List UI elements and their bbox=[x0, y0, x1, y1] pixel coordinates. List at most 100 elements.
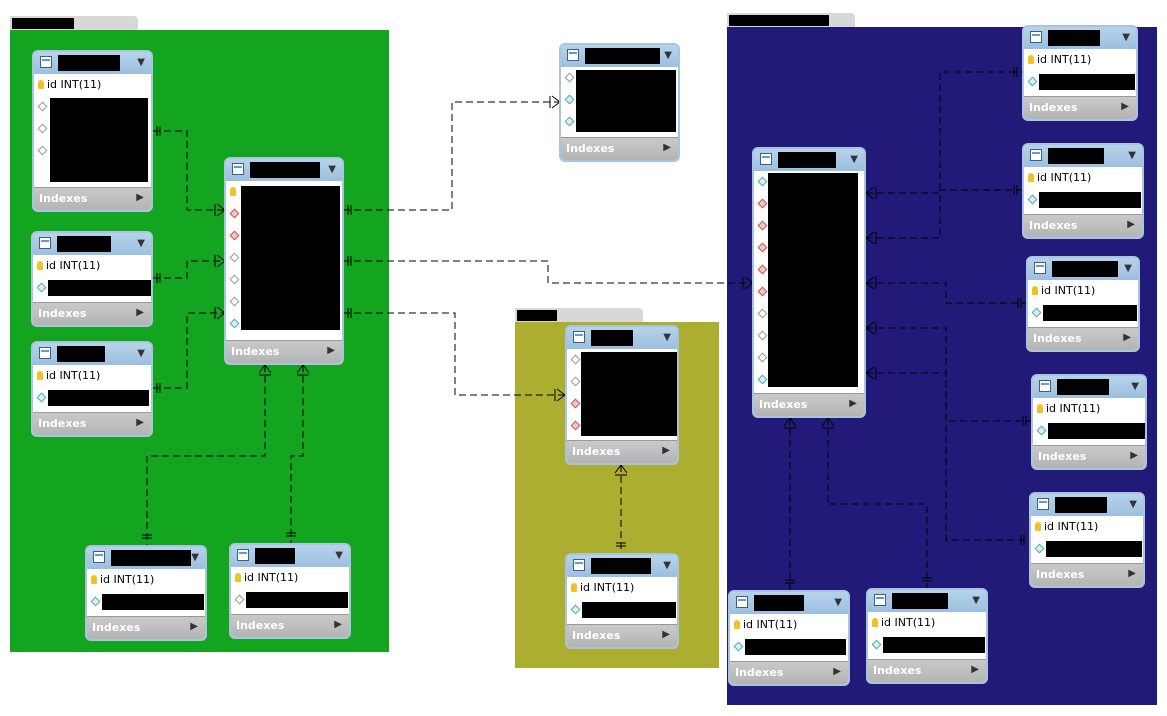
table-card[interactable]: ▼ id INT(11) Indexes▶ bbox=[565, 553, 679, 649]
indexes-section[interactable]: Indexes▶ bbox=[1031, 563, 1143, 586]
layer-blue-tab[interactable] bbox=[727, 13, 855, 27]
dropdown-caret-icon[interactable]: ▼ bbox=[137, 238, 145, 249]
column-row[interactable]: id INT(11) bbox=[33, 255, 151, 277]
dropdown-caret-icon[interactable]: ▼ bbox=[1129, 499, 1137, 510]
indexes-section[interactable]: Indexes▶ bbox=[1024, 96, 1136, 119]
column-row[interactable] bbox=[226, 181, 342, 203]
indexes-expand-arrow-icon[interactable]: ▶ bbox=[662, 445, 670, 456]
column-diamond-icon bbox=[757, 286, 768, 297]
column-row[interactable]: id INT(11) bbox=[34, 74, 151, 96]
table-card[interactable]: ▼ id INT(11) Indexes▶ bbox=[1029, 492, 1145, 588]
column-row[interactable] bbox=[730, 636, 848, 658]
column-row[interactable] bbox=[231, 589, 349, 611]
dropdown-caret-icon[interactable]: ▼ bbox=[663, 560, 671, 571]
dropdown-caret-icon[interactable]: ▼ bbox=[834, 597, 842, 608]
indexes-expand-arrow-icon[interactable]: ▶ bbox=[334, 619, 342, 630]
indexes-expand-arrow-icon[interactable]: ▶ bbox=[136, 307, 144, 318]
table-card[interactable]: ▼ Indexes▶ bbox=[224, 157, 344, 365]
column-row[interactable] bbox=[1033, 420, 1145, 442]
column-row[interactable]: id INT(11) bbox=[231, 567, 349, 589]
table-card[interactable]: ▼ id INT(11) Indexes▶ bbox=[1022, 25, 1138, 121]
indexes-section[interactable]: Indexes▶ bbox=[730, 661, 848, 684]
column-row[interactable] bbox=[1028, 302, 1138, 324]
column-row[interactable] bbox=[33, 277, 151, 299]
table-card[interactable]: ▼ id INT(11) Indexes▶ bbox=[31, 341, 153, 437]
column-row[interactable]: id INT(11) bbox=[567, 577, 677, 599]
indexes-expand-arrow-icon[interactable]: ▶ bbox=[1127, 219, 1135, 230]
dropdown-caret-icon[interactable]: ▼ bbox=[1124, 263, 1132, 274]
indexes-section[interactable]: Indexes▶ bbox=[567, 624, 677, 647]
dropdown-caret-icon[interactable]: ▼ bbox=[850, 154, 858, 165]
indexes-section[interactable]: Indexes▶ bbox=[1028, 327, 1138, 350]
column-row[interactable]: id INT(11) bbox=[1033, 398, 1145, 420]
dropdown-caret-icon[interactable]: ▼ bbox=[1128, 150, 1136, 161]
table-card[interactable]: ▼ Indexes▶ bbox=[565, 325, 679, 465]
indexes-section[interactable]: Indexes▶ bbox=[1033, 445, 1145, 468]
indexes-section[interactable]: Indexes▶ bbox=[231, 614, 349, 637]
indexes-expand-arrow-icon[interactable]: ▶ bbox=[136, 192, 144, 203]
column-row[interactable] bbox=[1024, 189, 1142, 211]
layer-olive-tab[interactable] bbox=[515, 308, 643, 322]
column-diamond-icon bbox=[1027, 76, 1038, 87]
table-card[interactable]: ▼ id INT(11) Indexes▶ bbox=[32, 50, 153, 212]
indexes-expand-arrow-icon[interactable]: ▶ bbox=[1123, 332, 1131, 343]
dropdown-caret-icon[interactable]: ▼ bbox=[137, 57, 145, 68]
table-card[interactable]: ▼ id INT(11) Indexes▶ bbox=[1022, 143, 1144, 239]
indexes-section[interactable]: Indexes▶ bbox=[868, 659, 986, 682]
indexes-section[interactable]: Indexes▶ bbox=[33, 302, 151, 325]
indexes-section[interactable]: Indexes▶ bbox=[33, 412, 151, 435]
table-card[interactable]: ▼ id INT(11) Indexes▶ bbox=[728, 590, 850, 686]
column-row[interactable]: id INT(11) bbox=[87, 569, 205, 591]
dropdown-caret-icon[interactable]: ▼ bbox=[664, 50, 672, 61]
indexes-expand-arrow-icon[interactable]: ▶ bbox=[190, 621, 198, 632]
dropdown-caret-icon[interactable]: ▼ bbox=[328, 164, 336, 175]
layer-green-tab[interactable] bbox=[10, 16, 138, 30]
table-card[interactable]: ▼ id INT(11) Indexes▶ bbox=[866, 588, 988, 684]
column-label: id INT(11) bbox=[1037, 171, 1092, 184]
indexes-expand-arrow-icon[interactable]: ▶ bbox=[1128, 568, 1136, 579]
dropdown-caret-icon[interactable]: ▼ bbox=[335, 550, 343, 561]
dropdown-caret-icon[interactable]: ▼ bbox=[663, 332, 671, 343]
indexes-section[interactable]: Indexes▶ bbox=[87, 616, 205, 639]
table-card[interactable]: ▼ id INT(11) Indexes▶ bbox=[31, 231, 153, 327]
table-card[interactable]: ▼ id INT(11) Indexes▶ bbox=[1031, 374, 1147, 470]
dropdown-caret-icon[interactable]: ▼ bbox=[1131, 381, 1139, 392]
indexes-expand-arrow-icon[interactable]: ▶ bbox=[833, 666, 841, 677]
table-card[interactable]: ▼ id INT(11) Indexes▶ bbox=[1026, 256, 1140, 352]
indexes-expand-arrow-icon[interactable]: ▶ bbox=[136, 417, 144, 428]
column-row[interactable] bbox=[33, 387, 151, 409]
indexes-section[interactable]: Indexes▶ bbox=[226, 340, 342, 363]
table-card[interactable]: ▼ id INT(11) Indexes▶ bbox=[229, 543, 351, 639]
column-row[interactable]: id INT(11) bbox=[868, 612, 986, 634]
indexes-section[interactable]: Indexes▶ bbox=[754, 393, 864, 416]
dropdown-caret-icon[interactable]: ▼ bbox=[191, 552, 199, 563]
table-card[interactable]: ▼ id INT(11) Indexes▶ bbox=[85, 545, 207, 641]
table-card[interactable]: ▼ Indexes▶ bbox=[752, 147, 866, 418]
column-row[interactable] bbox=[1031, 538, 1143, 560]
indexes-section[interactable]: Indexes▶ bbox=[561, 137, 678, 160]
indexes-expand-arrow-icon[interactable]: ▶ bbox=[1121, 101, 1129, 112]
indexes-expand-arrow-icon[interactable]: ▶ bbox=[327, 345, 335, 356]
column-row[interactable]: id INT(11) bbox=[1024, 49, 1136, 71]
column-row[interactable]: id INT(11) bbox=[730, 614, 848, 636]
column-row[interactable] bbox=[87, 591, 205, 613]
column-row[interactable] bbox=[1024, 71, 1136, 93]
table-card[interactable]: ▼ Indexes▶ bbox=[559, 43, 680, 162]
dropdown-caret-icon[interactable]: ▼ bbox=[972, 595, 980, 606]
indexes-expand-arrow-icon[interactable]: ▶ bbox=[971, 664, 979, 675]
indexes-expand-arrow-icon[interactable]: ▶ bbox=[849, 398, 857, 409]
indexes-section[interactable]: Indexes▶ bbox=[34, 187, 151, 210]
indexes-section[interactable]: Indexes▶ bbox=[567, 440, 677, 463]
indexes-section[interactable]: Indexes▶ bbox=[1024, 214, 1142, 237]
indexes-expand-arrow-icon[interactable]: ▶ bbox=[663, 142, 671, 153]
column-row[interactable] bbox=[567, 599, 677, 621]
column-row[interactable]: id INT(11) bbox=[1028, 280, 1138, 302]
column-row[interactable] bbox=[868, 634, 986, 656]
column-row[interactable]: id INT(11) bbox=[33, 365, 151, 387]
dropdown-caret-icon[interactable]: ▼ bbox=[137, 348, 145, 359]
indexes-expand-arrow-icon[interactable]: ▶ bbox=[1130, 450, 1138, 461]
column-row[interactable]: id INT(11) bbox=[1031, 516, 1143, 538]
indexes-expand-arrow-icon[interactable]: ▶ bbox=[662, 629, 670, 640]
dropdown-caret-icon[interactable]: ▼ bbox=[1122, 32, 1130, 43]
column-row[interactable]: id INT(11) bbox=[1024, 167, 1142, 189]
